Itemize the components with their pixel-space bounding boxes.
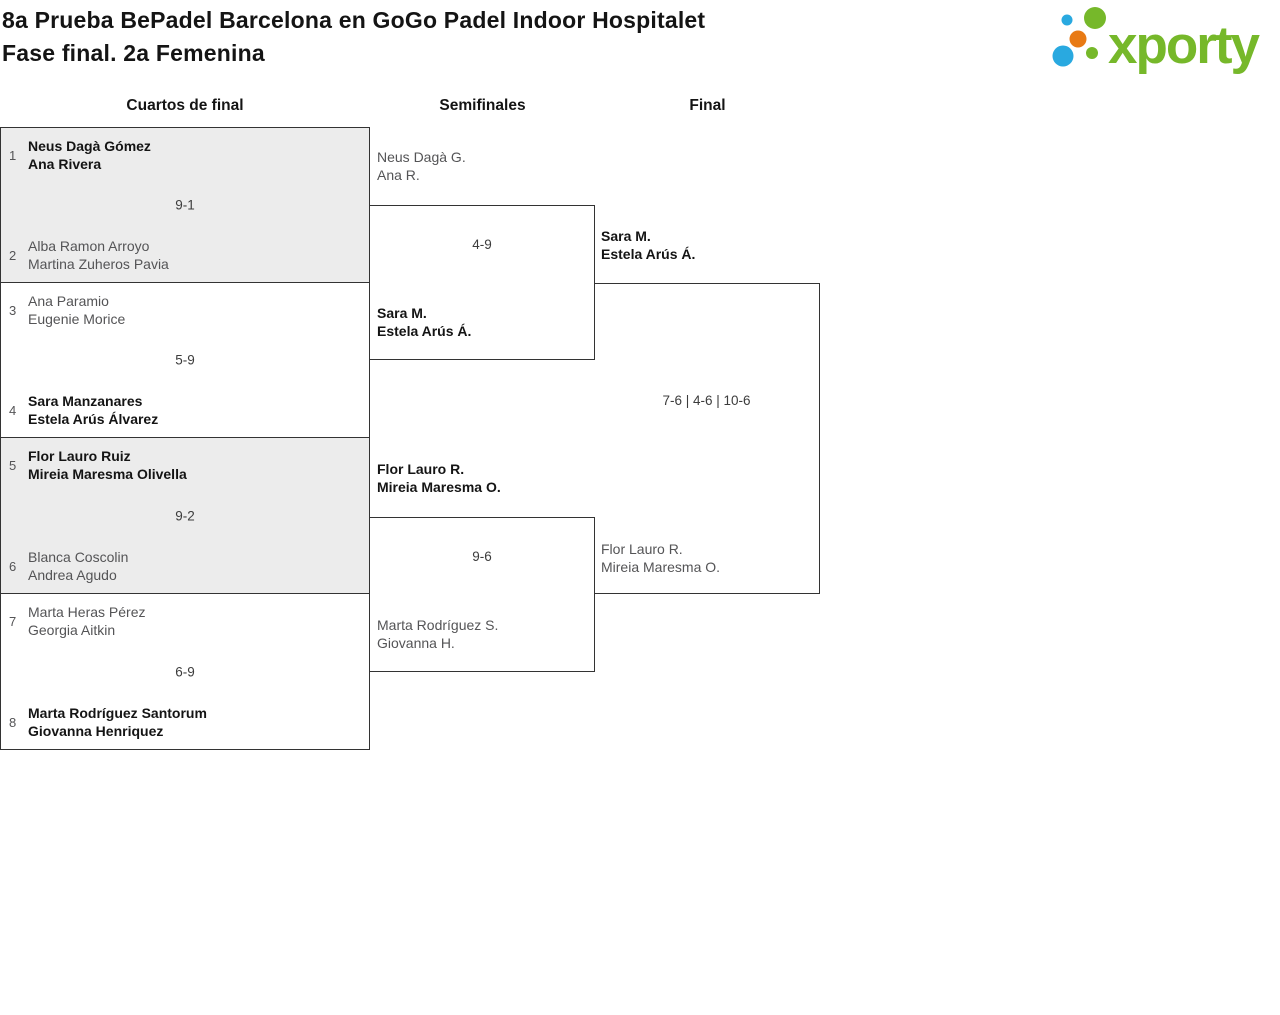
team-label-sf2-top: Flor Lauro R. Mireia Maresma O. [377,460,501,496]
player-name: Mireia Maresma O. [601,559,721,575]
seed-number: 7 [9,613,17,629]
player-name: Sara M. [377,305,427,321]
team-names: Marta Heras Pérez Georgia Aitkin [28,603,145,639]
team-names: Alba Ramon Arroyo Martina Zuheros Pavia [28,237,169,273]
player-name: Flor Lauro Ruiz [28,448,131,464]
round-header-cuartos: Cuartos de final [126,97,244,114]
match-card-qf2[interactable]: 3 Ana Paramio Eugenie Morice 5-9 4 Sara … [0,282,370,438]
team-label-sf2-bottom: Marta Rodríguez S. Giovanna H. [377,616,498,652]
player-name: Mireia Maresma O. [377,479,501,495]
match-score-sf1: 4-9 [472,237,492,252]
team-names: Ana Paramio Eugenie Morice [28,292,125,328]
team-label-sf1-top: Neus Dagà G. Ana R. [377,148,466,184]
player-name: Neus Dagà Gómez [28,138,151,154]
seed-number: 5 [9,457,17,473]
player-name: Blanca Coscolin [28,549,129,565]
team-names: Blanca Coscolin Andrea Agudo [28,548,128,584]
player-name: Andrea Agudo [28,567,117,583]
team-row: 5 Flor Lauro Ruiz Mireia Maresma Olivell… [9,447,361,483]
team-names: Neus Dagà Gómez Ana Rivera [28,137,151,173]
match-score-qf3: 9-2 [175,508,195,523]
player-name: Ana Paramio [28,293,109,309]
player-name: Estela Arús Álvarez [28,411,159,427]
team-row: 1 Neus Dagà Gómez Ana Rivera [9,137,361,173]
player-name: Martina Zuheros Pavia [28,256,169,272]
team-names: Sara Manzanares Estela Arús Álvarez [28,392,158,428]
team-label-final-top: Sara M. Estela Arús Á. [601,227,695,263]
player-name: Flor Lauro R. [601,541,683,557]
player-name: Giovanna Henriquez [28,723,164,739]
player-name: Giovanna H. [377,635,455,651]
seed-number: 2 [9,247,17,263]
team-names: Marta Rodríguez Santorum Giovanna Henriq… [28,704,207,740]
team-names: Flor Lauro Ruiz Mireia Maresma Olivella [28,447,187,483]
match-box-final[interactable]: 7-6 | 4-6 | 10-6 [594,283,820,594]
match-score-sf2: 9-6 [472,549,492,564]
page-title-line1: 8a Prueba BePadel Barcelona en GoGo Pade… [2,7,706,33]
seed-number: 6 [9,558,17,574]
match-box-sf2[interactable]: 9-6 [369,517,595,672]
team-row: 2 Alba Ramon Arroyo Martina Zuheros Pavi… [9,237,361,273]
team-label-final-bottom: Flor Lauro R. Mireia Maresma O. [601,540,720,576]
player-name: Ana Rivera [28,156,102,172]
player-name: Eugenie Morice [28,311,126,327]
team-row: 3 Ana Paramio Eugenie Morice [9,292,361,328]
player-name: Flor Lauro R. [377,461,465,477]
round-header-final: Final [689,97,726,114]
seed-number: 4 [9,402,17,418]
team-label-sf1-bottom: Sara M. Estela Arús Á. [377,304,471,340]
player-name: Sara M. [601,228,651,244]
match-card-qf4[interactable]: 7 Marta Heras Pérez Georgia Aitkin 6-9 8… [0,593,370,750]
player-name: Marta Rodríguez S. [377,617,499,633]
match-score-final: 7-6 | 4-6 | 10-6 [662,393,751,408]
match-box-sf1[interactable]: 4-9 [369,205,595,360]
player-name: Neus Dagà G. [377,149,466,165]
player-name: Estela Arús Á. [601,246,696,262]
team-row: 7 Marta Heras Pérez Georgia Aitkin [9,603,361,639]
page-title-line2: Fase final. 2a Femenina [2,40,265,66]
xporty-logo[interactable]: xporty [1045,4,1277,86]
seed-number: 1 [9,147,17,163]
match-score-qf4: 6-9 [175,664,195,679]
round-header-semifinales: Semifinales [439,97,526,114]
player-name: Marta Heras Pérez [28,604,146,620]
logo-wordmark: xporty [1108,16,1260,75]
match-score-qf2: 5-9 [175,352,195,368]
page-title: 8a Prueba BePadel Barcelona en GoGo Pade… [2,4,705,70]
player-name: Marta Rodríguez Santorum [28,705,207,721]
player-name: Estela Arús Á. [377,323,472,339]
seed-number: 3 [9,302,17,318]
seed-number: 8 [9,714,17,730]
match-card-qf1[interactable]: 1 Neus Dagà Gómez Ana Rivera 9-1 2 Alba … [0,127,370,283]
match-card-qf3[interactable]: 5 Flor Lauro Ruiz Mireia Maresma Olivell… [0,437,370,594]
team-row: 4 Sara Manzanares Estela Arús Álvarez [9,392,361,428]
player-name: Georgia Aitkin [28,622,116,638]
team-row: 8 Marta Rodríguez Santorum Giovanna Henr… [9,704,361,740]
logo-dots-icon [1052,7,1106,67]
player-name: Sara Manzanares [28,393,143,409]
player-name: Alba Ramon Arroyo [28,238,150,254]
team-row: 6 Blanca Coscolin Andrea Agudo [9,548,361,584]
player-name: Mireia Maresma Olivella [28,466,187,482]
player-name: Ana R. [377,167,420,183]
match-score-qf1: 9-1 [175,197,195,213]
